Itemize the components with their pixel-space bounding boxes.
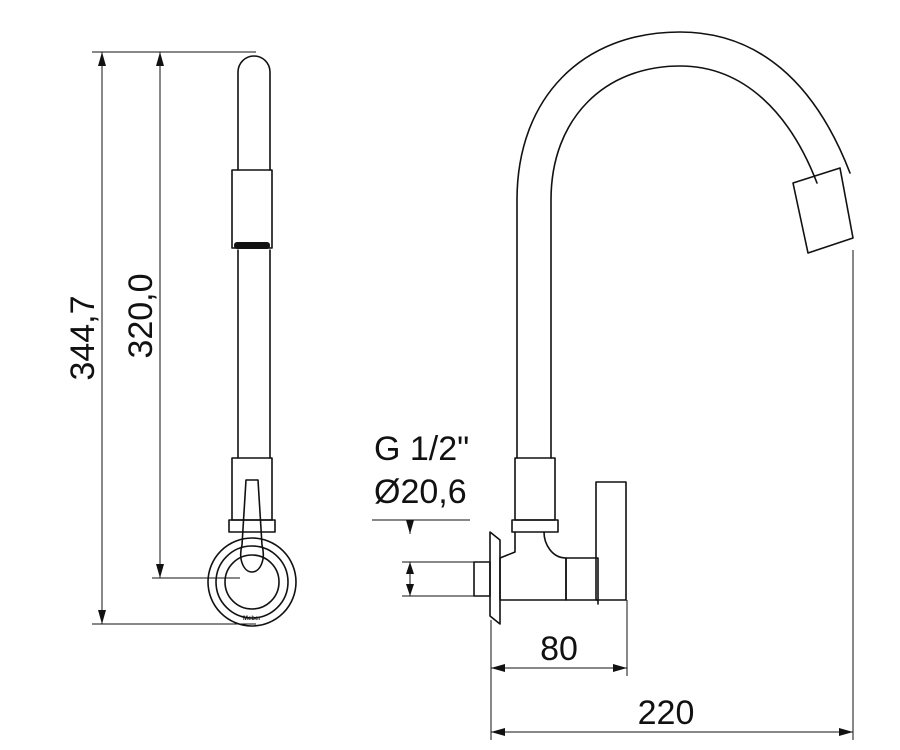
side-collar-ring xyxy=(511,519,559,533)
front-tube-upper xyxy=(237,55,271,171)
side-inlet-thread xyxy=(473,561,491,597)
dim-spout-height-label: 320,0 xyxy=(122,273,160,358)
front-aerator xyxy=(231,169,273,249)
dim-diameter xyxy=(372,519,476,597)
front-view: Meber xyxy=(207,55,297,627)
front-flange-middle xyxy=(215,545,289,619)
dim-thread-label: G 1/2" xyxy=(374,430,469,468)
front-flange-outer xyxy=(207,537,297,627)
side-gooseneck-inner xyxy=(550,65,818,459)
front-lever xyxy=(239,479,265,573)
dim-diameter-label: Ø20,6 xyxy=(374,473,467,511)
dim-body-depth-label: 80 xyxy=(540,630,578,668)
dim-total-height xyxy=(92,51,256,625)
front-collar xyxy=(231,457,273,521)
dim-spout-reach xyxy=(491,250,854,740)
front-flange-inner xyxy=(224,554,280,610)
front-collar-ring xyxy=(228,519,276,533)
side-view xyxy=(473,31,854,625)
dim-total-height-label: 344,7 xyxy=(64,295,102,380)
side-collar xyxy=(514,457,556,521)
side-flange xyxy=(489,531,501,625)
dim-spout-height xyxy=(152,52,240,579)
dim-spout-reach-label: 220 xyxy=(638,694,695,732)
dim-body-depth xyxy=(490,600,628,740)
brand-mark: Meber xyxy=(243,616,261,622)
front-aerator-outlet xyxy=(234,242,270,249)
side-aerator xyxy=(792,167,854,254)
side-valve-stem xyxy=(565,557,599,601)
side-gooseneck-outer xyxy=(516,31,851,459)
side-handle xyxy=(595,481,627,601)
side-body xyxy=(499,531,567,601)
